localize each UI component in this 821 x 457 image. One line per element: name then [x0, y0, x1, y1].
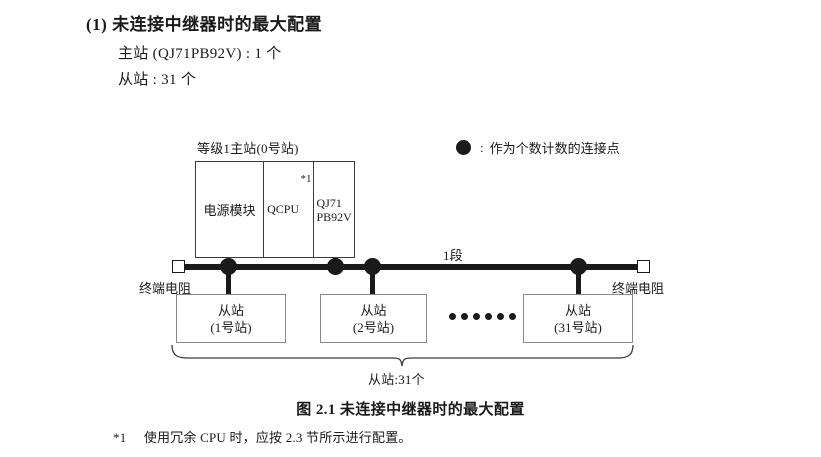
footnote-id: *1: [113, 430, 127, 445]
slave-station-name: 从站: [217, 302, 244, 318]
master-station-module-box: 电源模块 QCPU *1 QJ71 PB92V: [195, 161, 355, 258]
section-number: (1): [86, 15, 108, 34]
slave-station-number: (1号站): [210, 319, 252, 335]
bus-trunk-line: [180, 264, 643, 270]
figure-caption: 图 2.1 未连接中继器时的最大配置: [296, 402, 525, 418]
connection-point-dot: [364, 258, 381, 275]
footnote: *1 使用冗余 CPU 时，应按 2.3 节所示进行配置。: [113, 427, 412, 446]
filled-circle-icon: [456, 140, 471, 155]
connection-point-dot: [220, 258, 237, 275]
module-cell-network: QJ71 PB92V: [312, 162, 355, 257]
slave-drop-line: [226, 270, 231, 295]
module-cell-power-supply: 电源模块: [196, 162, 263, 257]
legend-text: 作为个数计数的连接点: [489, 141, 620, 156]
connection-point-dot: [327, 258, 344, 275]
ellipsis-dot: [473, 313, 480, 320]
module-cell-cpu: QCPU *1: [263, 162, 312, 257]
slave-station-name: 从站: [360, 302, 387, 318]
section-heading: (1) 未连接中继器时的最大配置: [86, 10, 322, 35]
module-label-power-supply: 电源模块: [203, 203, 256, 218]
terminator-resistor-right-symbol: [637, 260, 650, 273]
slave-station-name: 从站: [564, 302, 591, 318]
connection-point-dot: [570, 258, 587, 275]
module-label-network-line2: PB92V: [316, 209, 352, 224]
ellipsis-dot: [461, 313, 468, 320]
slave-station-box: 从站 (1号站): [176, 294, 286, 343]
slave-station-number: (2号站): [352, 319, 395, 335]
footnote-marker: *1: [300, 173, 312, 185]
ellipsis-dot: [509, 313, 516, 320]
slave-station-number: (31号站): [554, 319, 602, 335]
section-line-slave: 从站 : 31 个: [118, 72, 197, 88]
ellipsis-dot: [449, 313, 456, 320]
module-label-cpu: QCPU: [267, 202, 300, 216]
section-title-text: 未连接中继器时的最大配置: [112, 15, 323, 34]
module-label-network-line1: QJ71: [316, 195, 342, 210]
ellipsis-dot: [485, 313, 492, 320]
legend-colon: :: [480, 139, 484, 155]
ellipsis-dot: [497, 313, 504, 320]
slave-station-box: 从站 (2号站): [320, 294, 427, 343]
terminator-resistor-left-label: 终端电阻: [139, 281, 192, 296]
master-station-caption: 等级1主站(0号站): [197, 141, 299, 156]
slave-group-brace: [171, 345, 634, 367]
terminator-resistor-left-symbol: [172, 260, 185, 273]
slave-station-box: 从站 (31号站): [523, 294, 633, 343]
ellipsis-dots: [449, 313, 516, 320]
slave-group-count-label: 从站:31个: [368, 372, 425, 387]
footnote-text: 使用冗余 CPU 时，应按 2.3 节所示进行配置。: [143, 430, 412, 445]
slave-drop-line: [576, 270, 581, 295]
legend: : 作为个数计数的连接点: [456, 138, 620, 157]
section-line-master: 主站 (QJ71PB92V) : 1 个: [118, 46, 282, 62]
terminator-resistor-right-label: 终端电阻: [612, 281, 665, 296]
module-label-network: QJ71 PB92V: [317, 196, 352, 224]
segment-label: 1段: [443, 248, 463, 263]
slave-drop-line: [370, 270, 375, 295]
